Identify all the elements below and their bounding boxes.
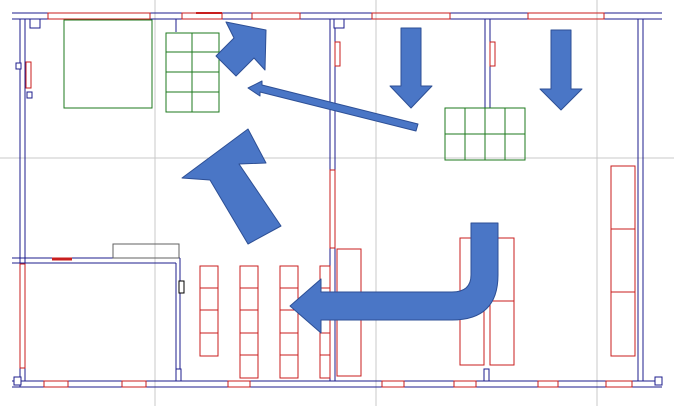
switch-icon xyxy=(178,280,185,294)
window-icon xyxy=(227,380,251,388)
column-icon xyxy=(29,18,41,29)
flow-arrow-icon xyxy=(539,29,583,111)
openings xyxy=(19,12,633,388)
window-icon xyxy=(121,380,147,388)
flow-arrow-icon xyxy=(247,80,419,132)
desk-outline xyxy=(112,243,180,259)
flow-arrow-icon xyxy=(181,128,282,245)
flow-arrows xyxy=(181,21,583,334)
work-area-icon xyxy=(63,19,153,109)
window-icon xyxy=(605,380,633,388)
flow-arrow-icon xyxy=(215,21,267,77)
window-icon xyxy=(381,380,405,388)
window-icon xyxy=(453,380,477,388)
rack-outline xyxy=(279,265,299,379)
pallet-grid-icon xyxy=(165,32,220,113)
rack-outline xyxy=(199,265,219,357)
column-icon xyxy=(483,368,490,382)
column-icon xyxy=(15,62,22,70)
door-icon xyxy=(489,41,496,67)
column-icon xyxy=(26,91,33,99)
flow-arrow-icon xyxy=(289,222,499,334)
column-icon xyxy=(13,376,22,386)
door-icon xyxy=(19,263,26,369)
door-icon xyxy=(25,61,32,89)
window-icon xyxy=(537,380,559,388)
window-icon xyxy=(47,12,151,20)
column-icon xyxy=(175,368,182,382)
rack-icon xyxy=(199,265,219,357)
rack-icon xyxy=(239,265,259,379)
column-icon xyxy=(654,376,663,386)
window-icon xyxy=(371,12,451,20)
window-icon xyxy=(527,12,605,20)
window-icon xyxy=(43,380,69,388)
rack-outline xyxy=(610,165,636,357)
flow-arrow-icon xyxy=(389,27,433,109)
door-icon xyxy=(334,41,341,67)
rack-outline xyxy=(239,265,259,379)
pallet-grid-icon xyxy=(444,107,526,161)
column-icon xyxy=(333,18,345,29)
rack-icon xyxy=(610,165,636,357)
window-icon xyxy=(251,12,301,20)
fixtures xyxy=(13,18,663,386)
rack-icon xyxy=(279,265,299,379)
door-icon xyxy=(329,169,336,249)
